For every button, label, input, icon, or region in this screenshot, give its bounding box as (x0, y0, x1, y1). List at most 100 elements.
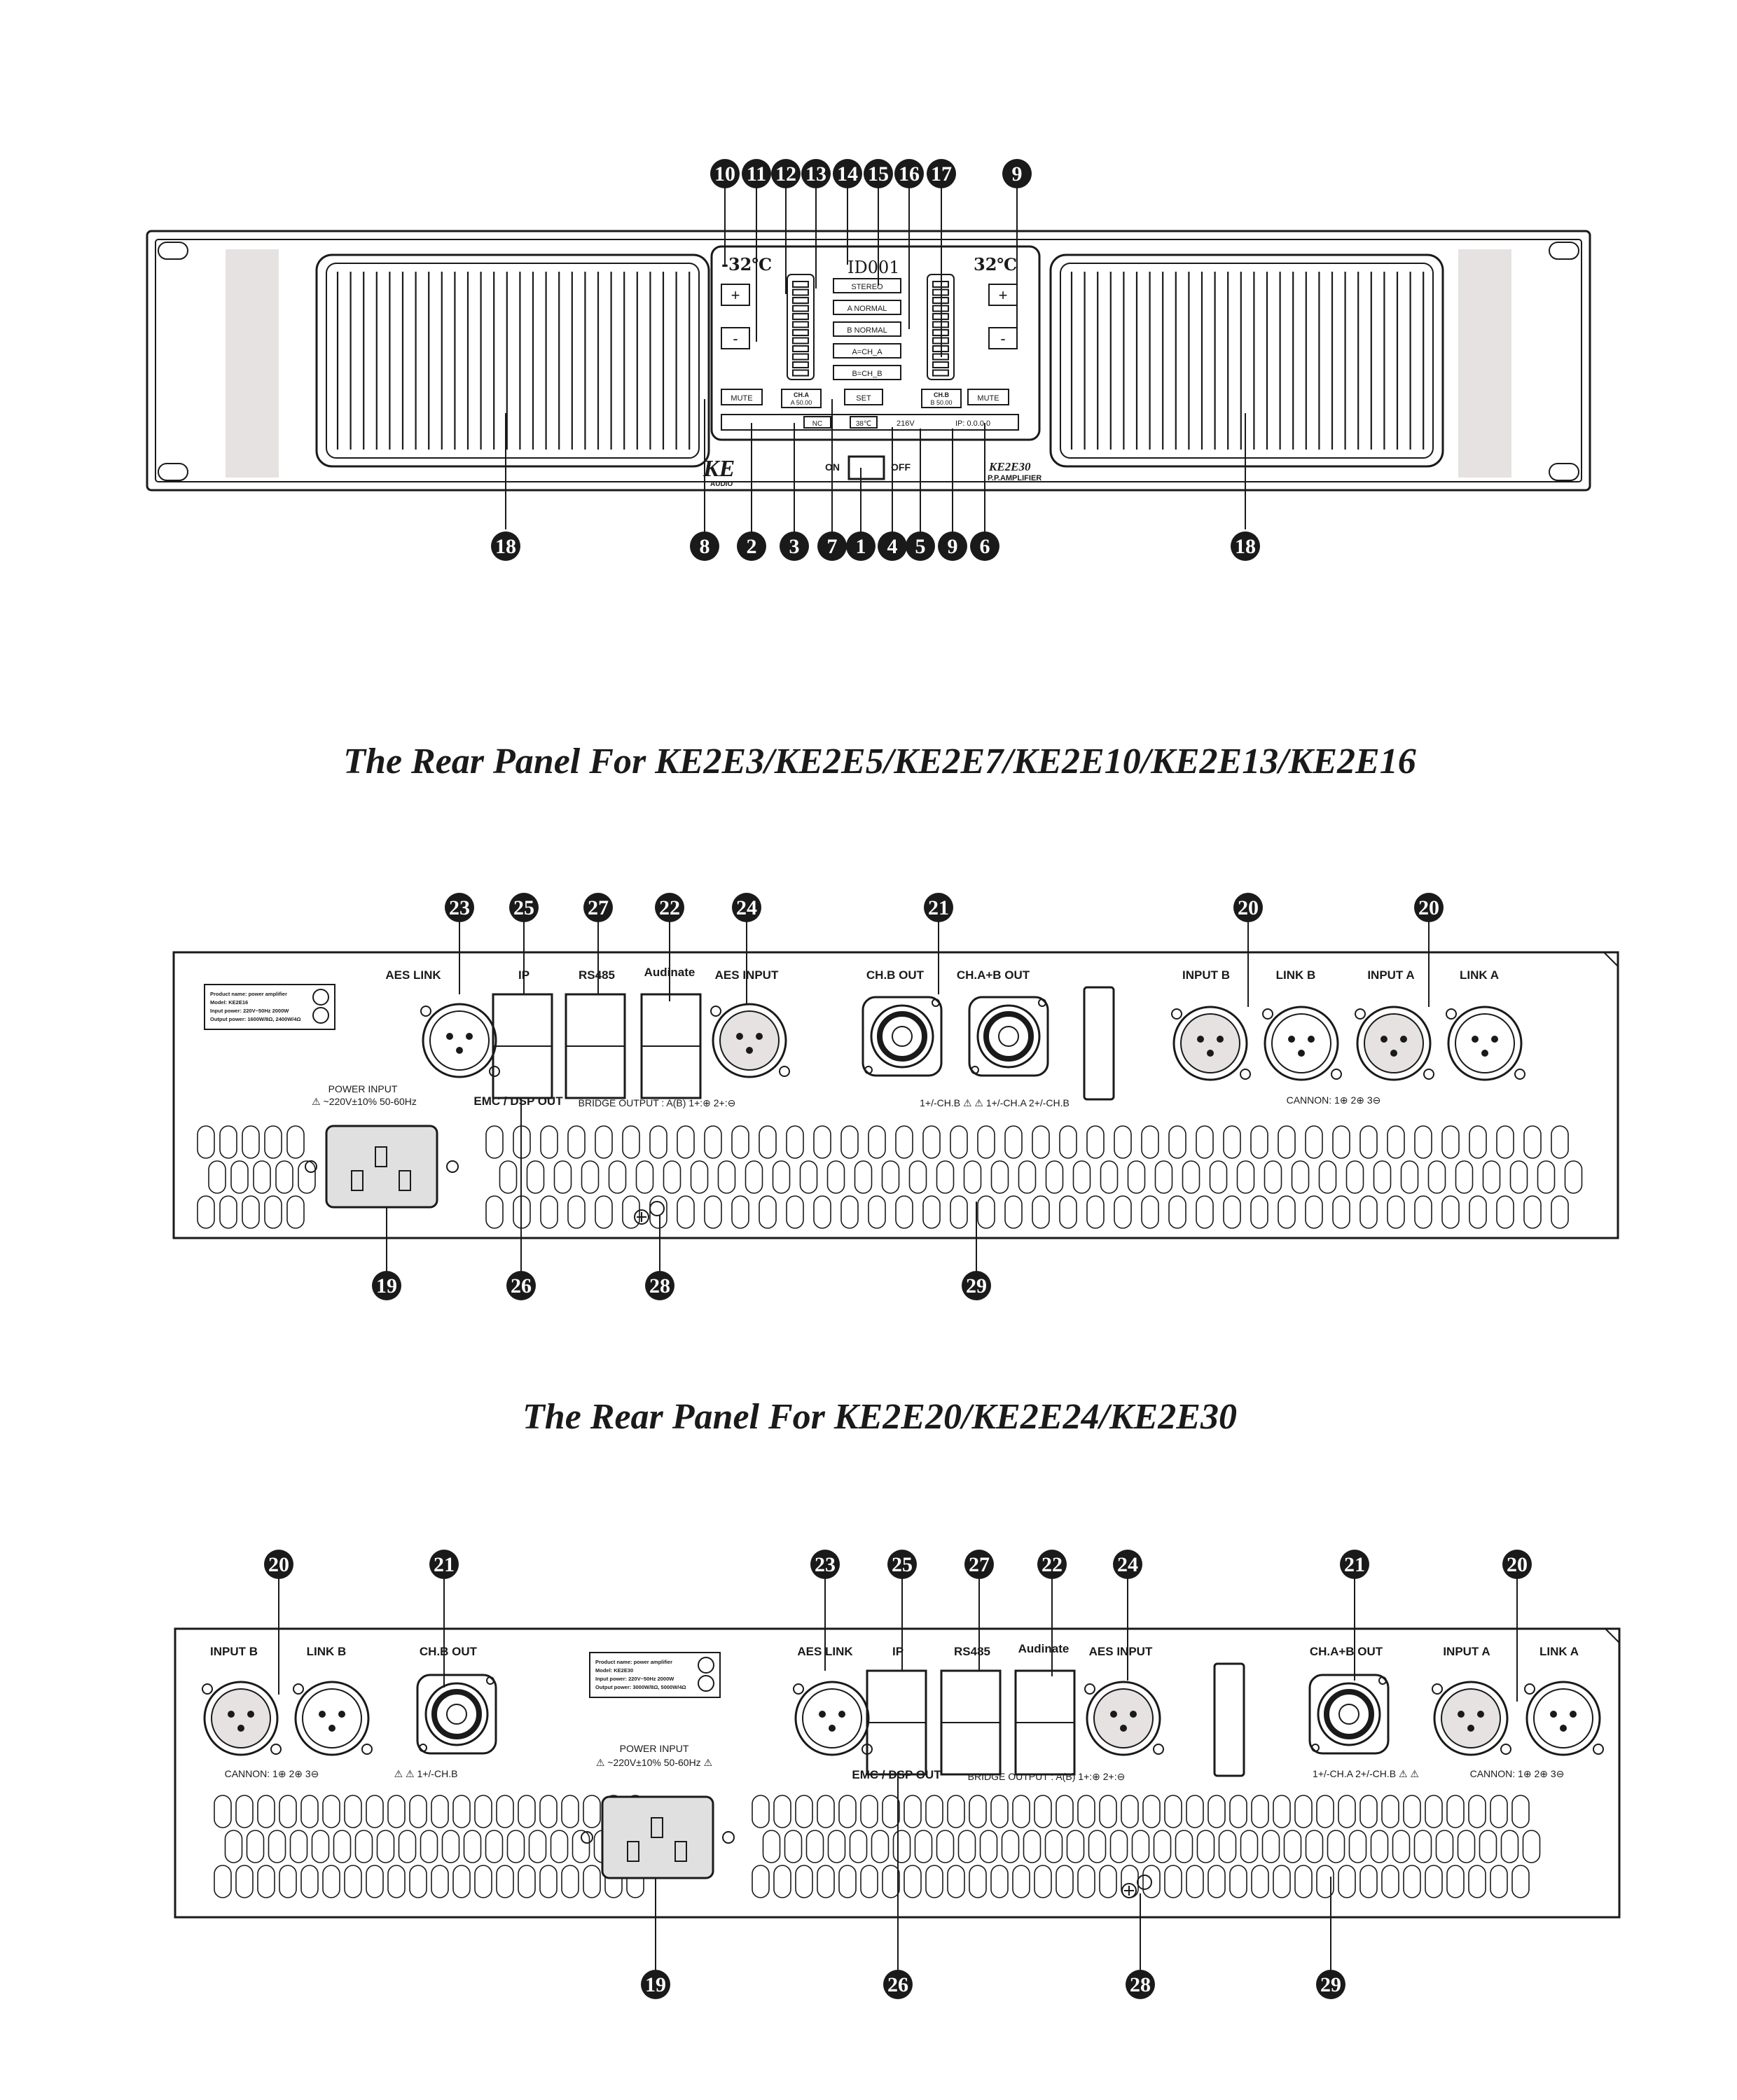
panel-label: LINK B (307, 1645, 347, 1658)
minus-button-right[interactable] (988, 327, 1018, 349)
rack-hole (1549, 242, 1579, 260)
panel-label: AES INPUT (1089, 1645, 1153, 1658)
lcd-menu-label: B=CH_B (852, 370, 882, 378)
brand-logo: KE AUDIO (703, 456, 735, 488)
xlr-female-connector[interactable] (793, 1681, 873, 1756)
speakon-connector[interactable] (968, 996, 1049, 1077)
panel-label: CH.A+B OUT (1310, 1645, 1383, 1658)
callout-badge: 9 (1002, 159, 1032, 188)
rack-hole (1549, 463, 1579, 481)
xlr-male-connector[interactable] (1171, 1006, 1251, 1081)
rj45-dante-port[interactable] (640, 993, 702, 1099)
panel-label: AES LINK (385, 968, 441, 982)
xlr-female-connector[interactable] (1262, 1006, 1342, 1081)
panel-label: Audinate (1018, 1642, 1070, 1655)
xlr-female-connector[interactable] (1524, 1681, 1604, 1756)
panel-label: 1+/-CH.B ⚠ ⚠ 1+/-CH.A 2+/-CH.B (920, 1097, 1070, 1108)
iec-power-inlet[interactable] (305, 1125, 459, 1209)
panel-label: EMC / DSP OUT (852, 1768, 941, 1781)
rear-chassis (172, 951, 1619, 1239)
ground-icon (1121, 1883, 1137, 1898)
callout-number: 13 (805, 162, 826, 186)
callout-number: 4 (887, 535, 898, 558)
set-button[interactable] (844, 389, 883, 405)
vent-slots (752, 1795, 1541, 1898)
mute-button-left[interactable] (721, 389, 763, 405)
temp-left: -32℃ (721, 254, 772, 274)
ground-terminal[interactable] (634, 1201, 665, 1225)
brand-text: KE (703, 456, 735, 482)
callout-number: 7 (827, 535, 838, 558)
lcd-menu-item[interactable] (833, 300, 901, 315)
minus-button-left[interactable] (721, 327, 750, 349)
panel-label: ⚠ ⚠ 1+/-CH.B (394, 1768, 458, 1779)
mute-button-right[interactable] (967, 389, 1009, 405)
vent-slots (214, 1795, 656, 1898)
meter-segment (792, 353, 809, 361)
rj45-rs485-port[interactable] (940, 1669, 1002, 1776)
callout-badge: 20 (264, 1550, 293, 1579)
panel-label: ⚠ ~220V±10% 50-60Hz (312, 1096, 417, 1107)
lcd-menu-item[interactable] (833, 278, 901, 293)
callout-number: 16 (899, 162, 920, 186)
panel-label: POWER INPUT (620, 1743, 689, 1754)
xlr-female-connector[interactable] (420, 1003, 500, 1078)
nc-label: NC (812, 420, 822, 428)
xlr-female-connector[interactable] (1446, 1006, 1525, 1081)
speakon-connector[interactable] (1308, 1674, 1390, 1755)
temp-right: 32℃ (974, 254, 1017, 274)
callout-badge: 18 (491, 531, 520, 561)
power-switch[interactable] (847, 455, 885, 480)
rj45-dante-port[interactable] (1014, 1669, 1076, 1776)
svg-text:Model: KE2E16: Model: KE2E16 (210, 999, 248, 1006)
xlr-male-connector[interactable] (1432, 1681, 1511, 1756)
callout-badge: 17 (927, 159, 956, 188)
recycle-icon (698, 1675, 714, 1692)
callout-badge: 19 (372, 1271, 401, 1300)
panel-label: CH.A+B OUT (957, 968, 1030, 982)
panel-label: LINK B (1276, 968, 1316, 982)
iec-power-inlet[interactable] (581, 1795, 735, 1879)
xlr-male-connector[interactable] (202, 1681, 282, 1756)
xlr-male-connector[interactable] (1355, 1006, 1434, 1081)
rj45-ip-port[interactable] (866, 1669, 927, 1776)
callout-badge: 26 (883, 1970, 913, 1999)
callout-number: 8 (700, 535, 710, 558)
xlr-female-connector[interactable] (293, 1681, 373, 1756)
lcd-menu-label: B NORMAL (847, 326, 887, 335)
panel-label: CANNON: 1⊕ 2⊕ 3⊖ (1287, 1094, 1381, 1106)
rack-hole (158, 242, 188, 260)
ground-terminal[interactable] (1121, 1875, 1152, 1898)
callout-number: 15 (868, 162, 889, 186)
panel-label: RS485 (579, 968, 615, 982)
xlr-male-connector[interactable] (710, 1003, 790, 1078)
speakon-connector[interactable] (416, 1674, 497, 1755)
panel-label: LINK A (1460, 968, 1499, 982)
lcd-menu-item[interactable] (833, 321, 901, 337)
callout-number: 18 (1235, 535, 1256, 558)
meter-segment (792, 329, 809, 336)
callout-number: 23 (449, 896, 470, 919)
callout-number: 18 (495, 535, 516, 558)
xlr-male-connector[interactable] (1084, 1681, 1164, 1756)
model-subtitle: P.P.AMPLIFIER (988, 474, 1041, 482)
speakon-connector[interactable] (861, 996, 943, 1077)
title-rear-panel-small: The Rear Panel For KE2E3/KE2E5/KE2E7/KE2… (343, 742, 1416, 781)
fan-grille-right (1049, 253, 1444, 468)
rj45-rs485-port[interactable] (565, 993, 626, 1099)
lcd-menu-item[interactable] (833, 343, 901, 359)
front-chassis-inner (155, 239, 1582, 482)
svg-text:Input power: 220V~50Hz 2000W: Input power: 220V~50Hz 2000W (595, 1676, 674, 1682)
rj45-ip-port[interactable] (492, 993, 553, 1099)
callout-number: 2 (747, 535, 757, 558)
callout-badge: 18 (1231, 531, 1260, 561)
plus-button-left[interactable] (721, 284, 750, 306)
recycle-icon (312, 1007, 329, 1024)
lcd-menu-item[interactable] (833, 365, 901, 380)
panel-label: INPUT A (1367, 968, 1414, 982)
callout-badge: 4 (878, 531, 907, 561)
callout-number: 20 (1238, 896, 1259, 919)
